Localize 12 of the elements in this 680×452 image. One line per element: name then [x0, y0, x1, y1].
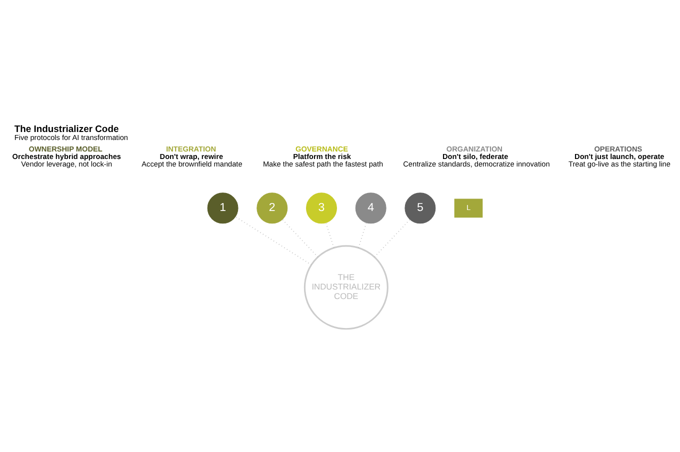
node-circle: 3	[306, 192, 337, 224]
node-circle: 5	[404, 192, 436, 224]
node-circle: THE INDUSTRIALIZER CODE	[304, 245, 388, 330]
node-circle: 1	[207, 192, 238, 224]
connector	[374, 219, 410, 258]
connector	[325, 222, 334, 248]
node-circle: 2	[256, 192, 288, 224]
node-circle: 4	[355, 192, 386, 224]
diagram-title: The Industrializer Code	[14, 124, 119, 136]
connector	[235, 216, 312, 266]
connector	[282, 219, 318, 258]
connector	[358, 222, 367, 248]
